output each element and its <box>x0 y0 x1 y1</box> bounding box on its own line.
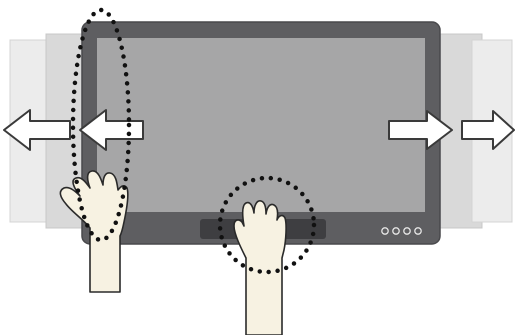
bottom-hand <box>234 201 286 335</box>
display-screen <box>97 38 425 212</box>
left-hand <box>60 171 127 292</box>
hand-icon <box>60 171 127 292</box>
hand-icon <box>234 201 286 335</box>
